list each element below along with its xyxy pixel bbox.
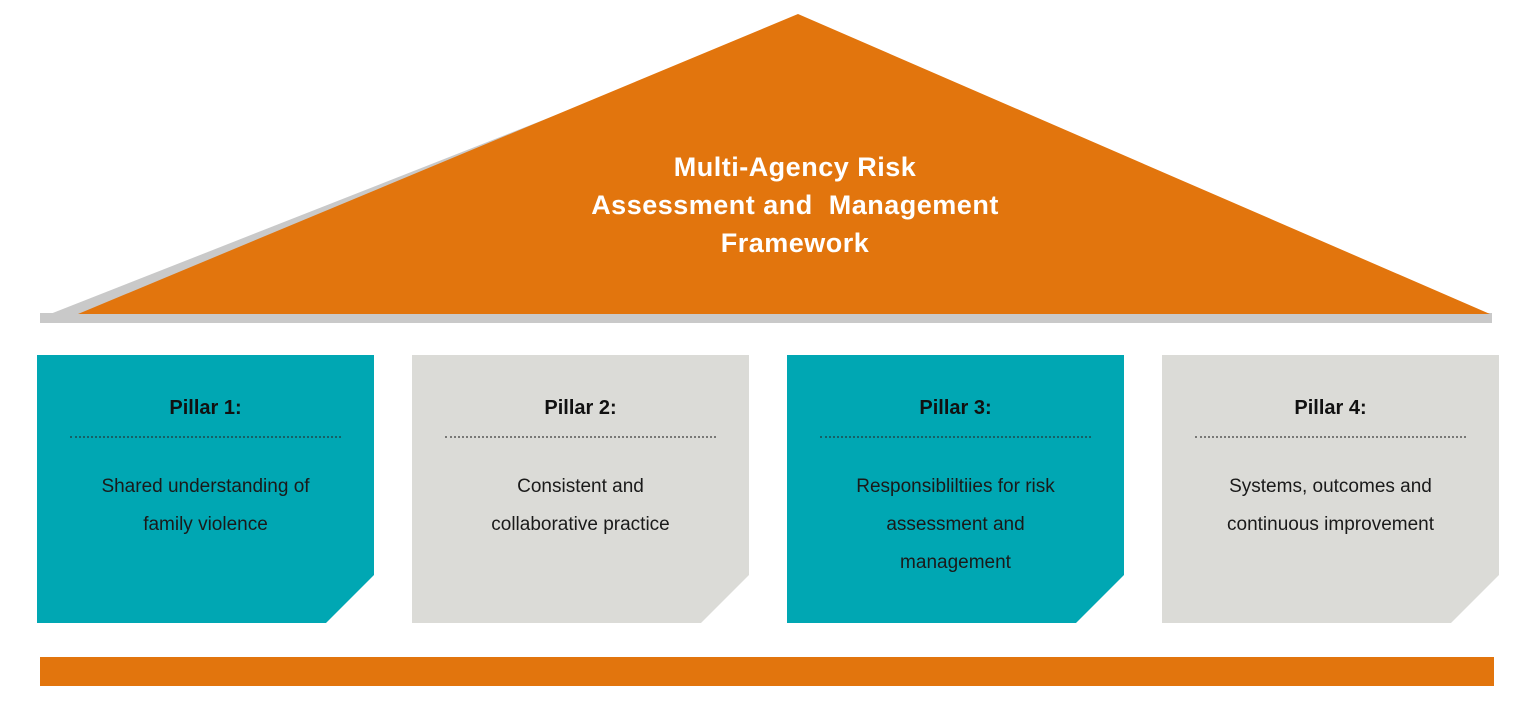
roof-baseline xyxy=(40,313,1492,323)
pillar-3: Pillar 3: Responsibliltiies for risk ass… xyxy=(787,355,1124,623)
pillar-3-divider xyxy=(820,436,1092,438)
roof-graphic xyxy=(40,14,1492,323)
pillar-2-label: Pillar 2: xyxy=(544,397,617,419)
foundation-bar xyxy=(40,657,1494,686)
pillar-3-label: Pillar 3: xyxy=(919,397,992,419)
pillar-4: Pillar 4: Systems, outcomes and continuo… xyxy=(1162,355,1499,623)
pillar-1-text: Shared understanding of family violence xyxy=(101,476,310,535)
pillar-4-divider xyxy=(1195,436,1467,438)
pillar-2-text: Consistent and collaborative practice xyxy=(491,476,670,535)
framework-title: Multi-Agency Risk Assessment and Managem… xyxy=(591,152,999,258)
pillar-1-divider xyxy=(70,436,342,438)
pillar-4-text: Systems, outcomes and continuous improve… xyxy=(1227,476,1434,535)
pillar-3-text: Responsibliltiies for risk assessment an… xyxy=(856,476,1055,573)
roof-face-triangle xyxy=(78,14,1490,314)
pillar-2-divider xyxy=(445,436,717,438)
pillar-1-label: Pillar 1: xyxy=(169,397,242,419)
pillar-1: Pillar 1: Shared understanding of family… xyxy=(37,355,374,623)
pillars-row: Pillar 1: Shared understanding of family… xyxy=(37,355,1499,623)
pillar-4-label: Pillar 4: xyxy=(1294,397,1367,419)
pillar-2: Pillar 2: Consistent and collaborative p… xyxy=(412,355,749,623)
